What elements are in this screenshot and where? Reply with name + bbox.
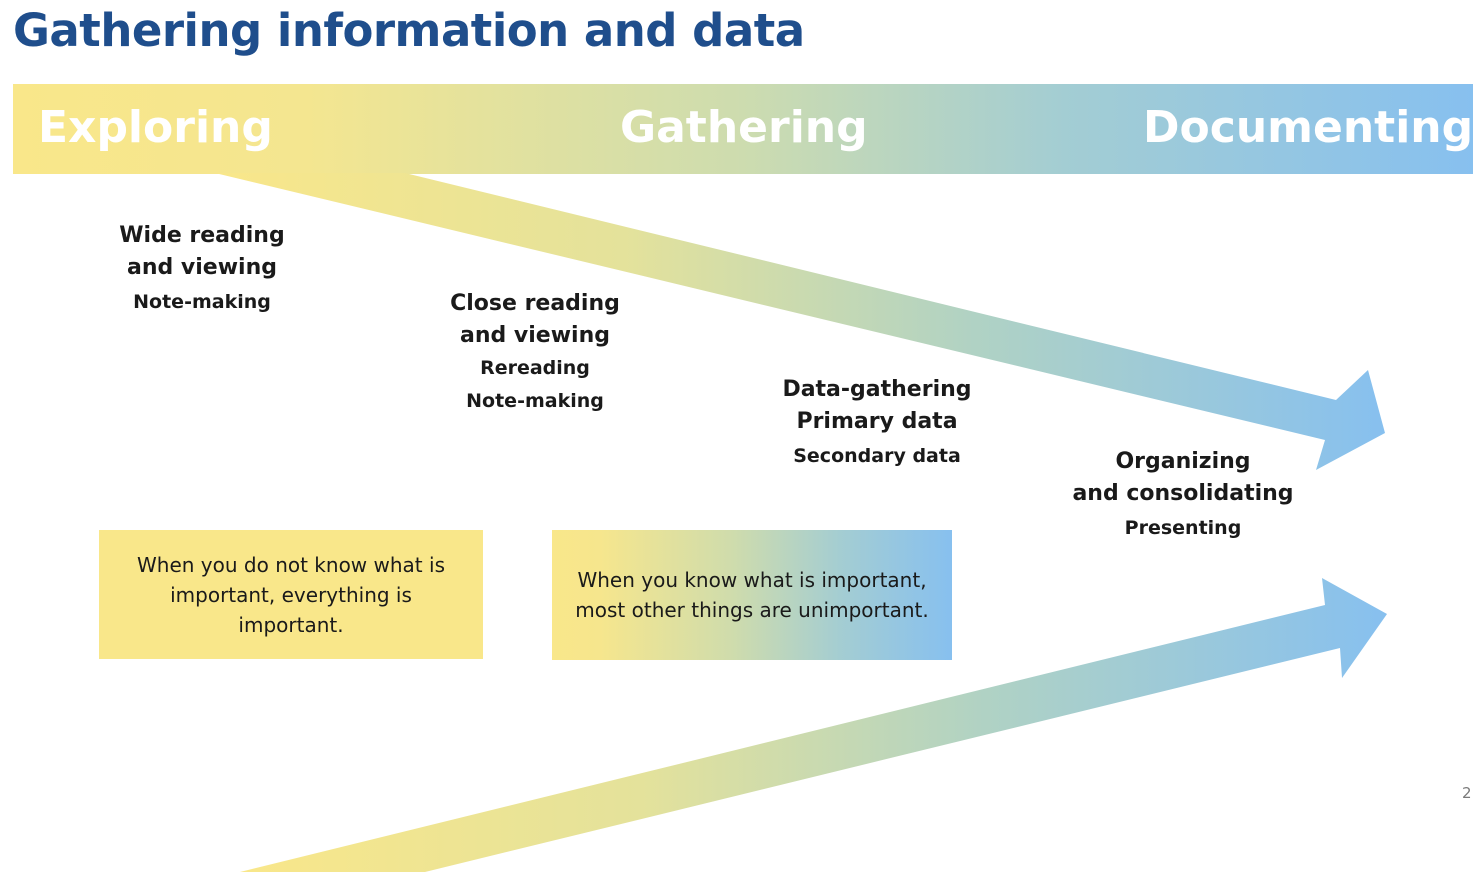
note-text-unknown: When you do not know what is important, … bbox=[137, 552, 445, 637]
phase-exploring: Exploring bbox=[38, 102, 273, 153]
stage-3: Data-gathering Primary data Secondary da… bbox=[767, 374, 987, 474]
page-title: Gathering information and data bbox=[13, 4, 805, 57]
phase-banner bbox=[13, 84, 1473, 174]
note-box-unknown: When you do not know what is important, … bbox=[99, 530, 483, 659]
stage-1: Wide reading and viewing Note-making bbox=[102, 220, 302, 320]
stage-4-sub-1: Presenting bbox=[1124, 517, 1242, 539]
note-box-known: When you know what is important, most ot… bbox=[552, 530, 952, 660]
stage-3-heading: Data-gathering Primary data bbox=[782, 377, 972, 434]
phase-gathering: Gathering bbox=[620, 102, 868, 153]
stage-3-sub-1: Secondary data bbox=[793, 445, 961, 467]
stage-2-heading: Close reading and viewing bbox=[450, 291, 620, 348]
stage-2-sub-2: Note-making bbox=[466, 390, 604, 412]
note-text-known: When you know what is important, most ot… bbox=[575, 568, 929, 622]
stage-4: Organizing and consolidating Presenting bbox=[1063, 446, 1303, 546]
stage-1-heading: Wide reading and viewing bbox=[119, 223, 285, 280]
stage-4-heading: Organizing and consolidating bbox=[1072, 449, 1294, 506]
page-number: 2 bbox=[1462, 784, 1472, 802]
stage-2-sub-1: Rereading bbox=[480, 357, 590, 379]
stage-1-sub-1: Note-making bbox=[133, 291, 271, 313]
phase-documenting: Documenting bbox=[1143, 102, 1474, 153]
stage-2: Close reading and viewing Rereading Note… bbox=[435, 288, 635, 418]
